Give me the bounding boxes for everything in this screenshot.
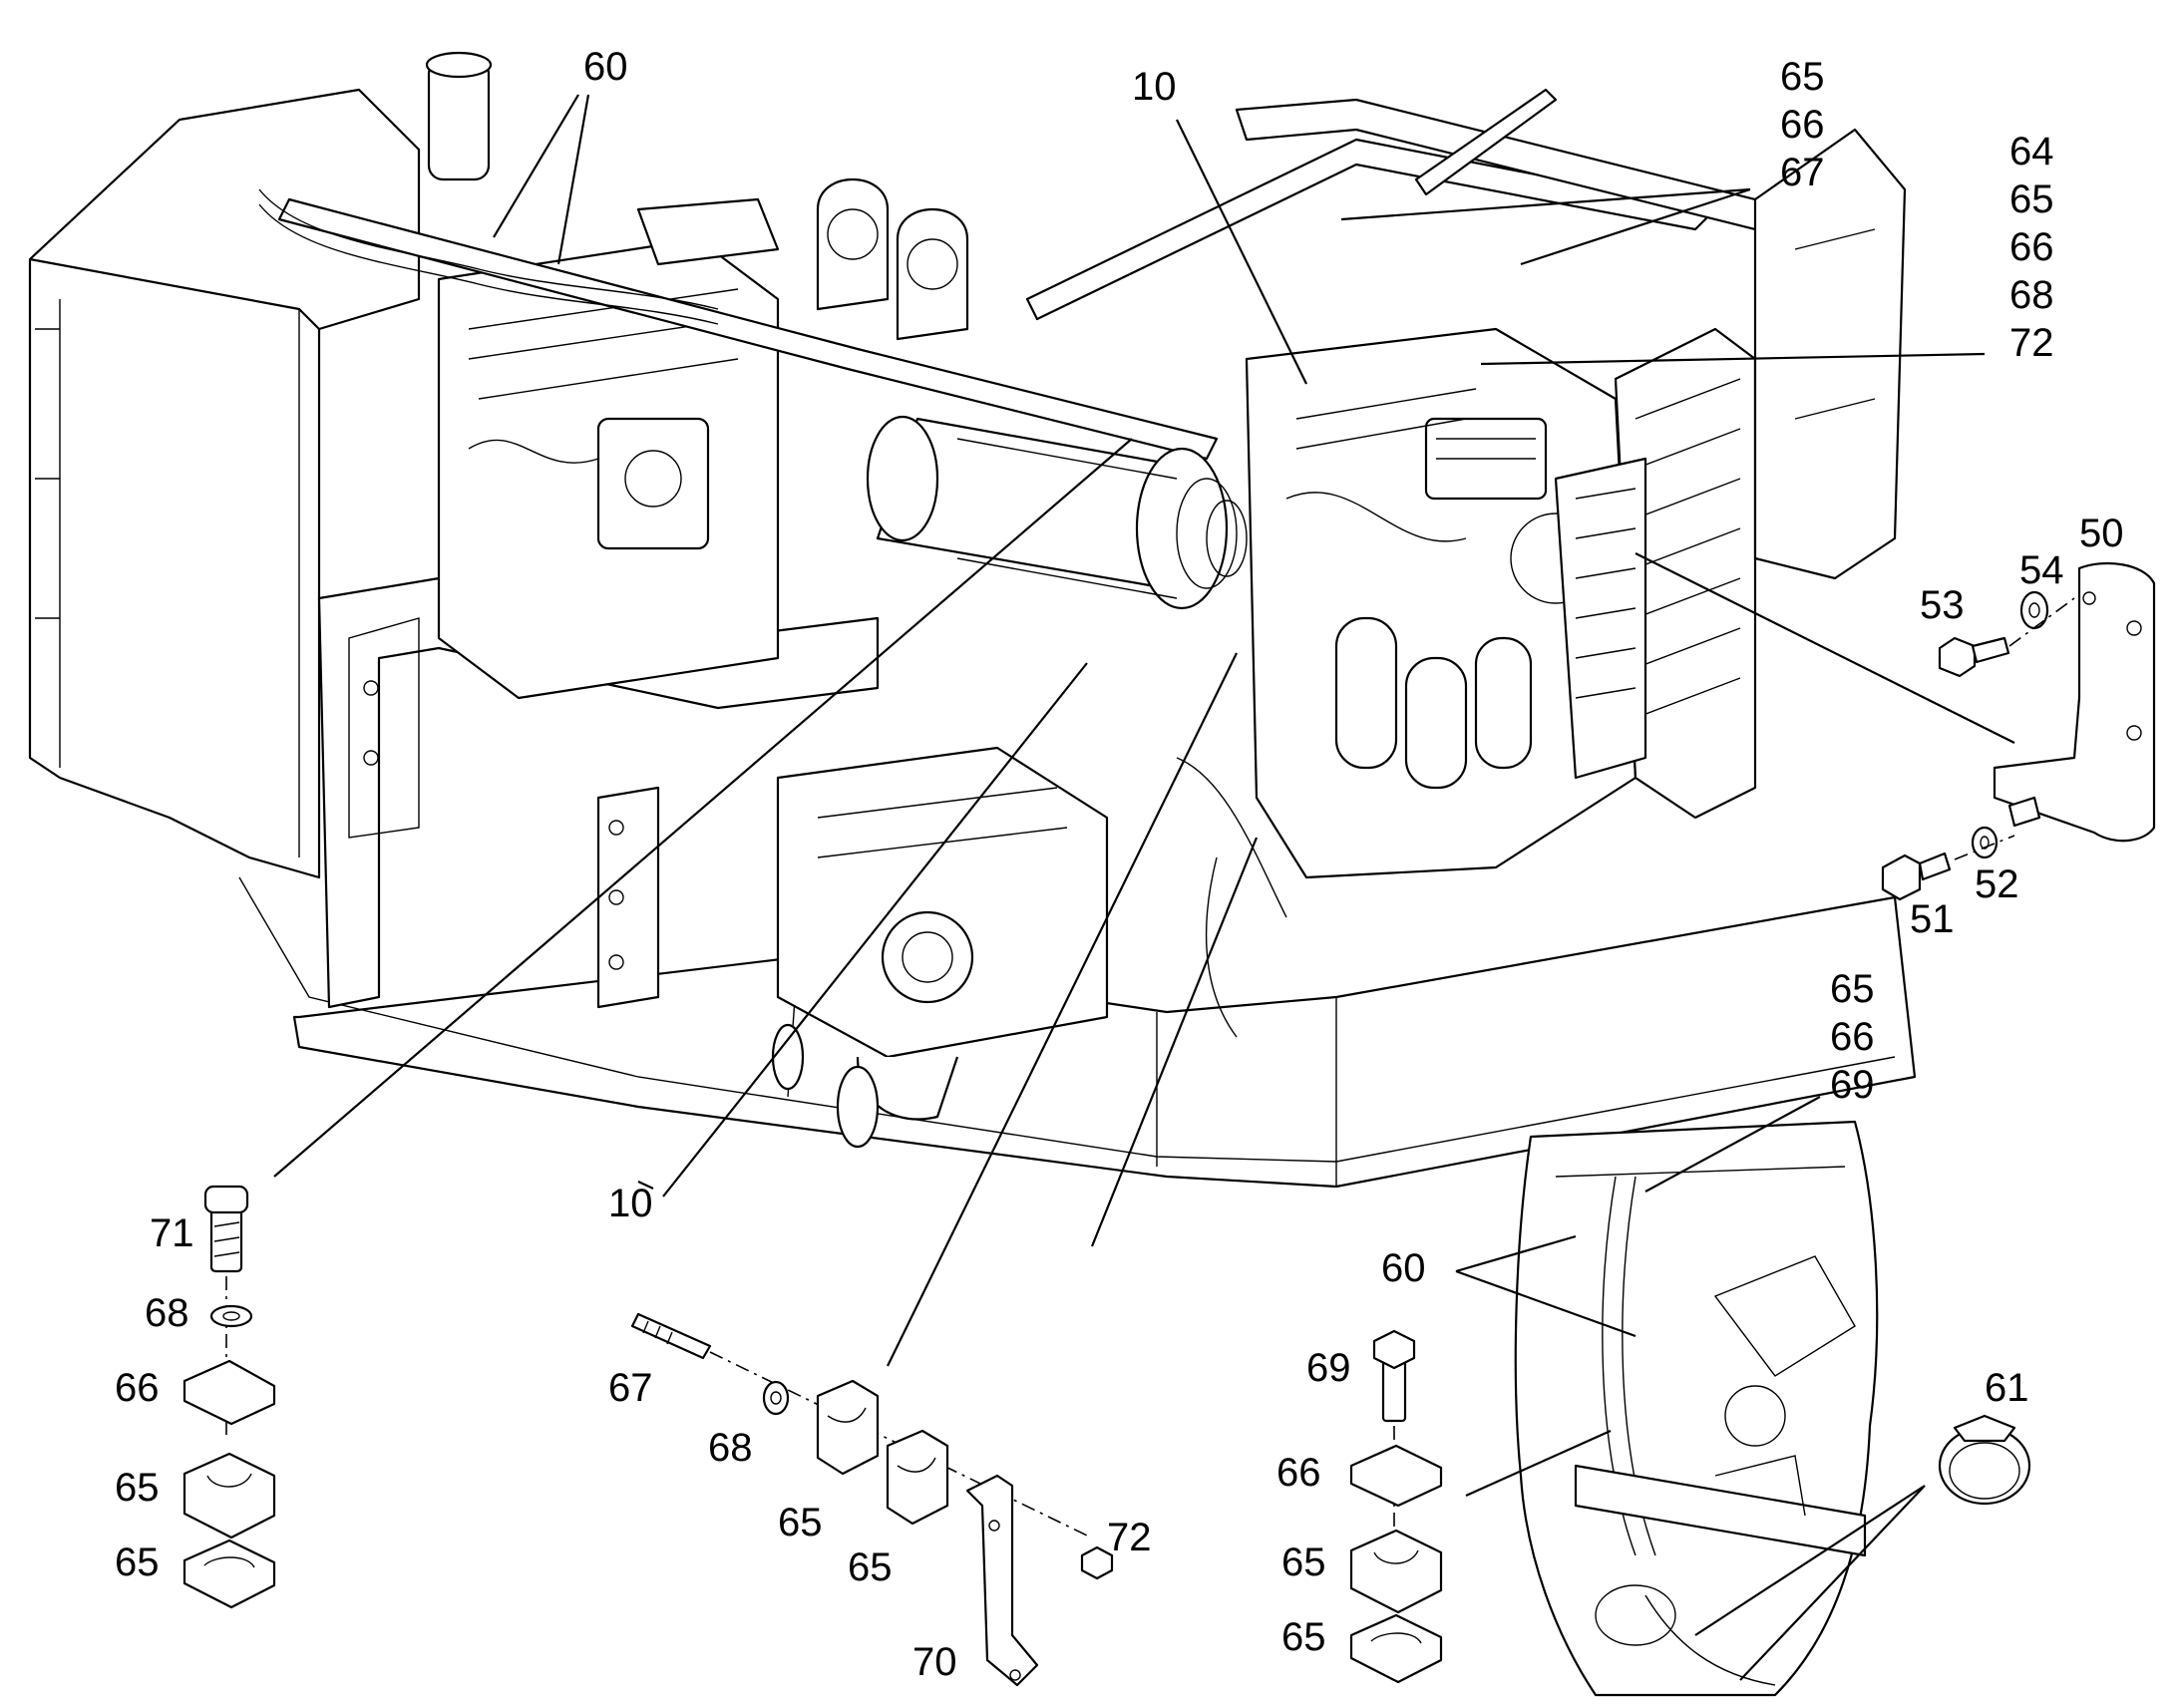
- callout-67: 67: [608, 1366, 653, 1410]
- clamp-half-65e: [1349, 1529, 1443, 1614]
- clamp-half-65a: [182, 1452, 276, 1539]
- callout-64-65-66-68-72: 64 65 66 68 72: [2009, 130, 2065, 365]
- plate-66: [182, 1359, 276, 1426]
- nut-72: [1080, 1545, 1114, 1580]
- plate-66b: [1349, 1444, 1443, 1508]
- callout-10-bottom: 10: [608, 1182, 653, 1225]
- callout-65-center-b: 65: [848, 1545, 893, 1589]
- screw-53: [1938, 636, 2010, 678]
- hose-60: [258, 188, 719, 310]
- clamp-stack-right: [1349, 1329, 1443, 1684]
- callout-54: 54: [2019, 548, 2064, 592]
- callout-61: 61: [1985, 1366, 2029, 1410]
- callout-68-center: 68: [708, 1426, 753, 1470]
- callout-65-66-69: 65 66 69: [1830, 967, 1886, 1107]
- radiator-fan: [1554, 327, 1757, 820]
- washer-54: [2019, 590, 2049, 630]
- callout-65-right-b: 65: [1281, 1615, 1326, 1659]
- callout-70: 70: [912, 1640, 957, 1684]
- callout-65-66-67: 65 66 67: [1780, 55, 1836, 194]
- callout-10-top: 10: [1132, 65, 1177, 109]
- callout-60-top: 60: [583, 45, 628, 89]
- callout-71: 71: [150, 1211, 194, 1255]
- callout-65-left-a: 65: [115, 1466, 160, 1510]
- callout-50: 50: [2079, 512, 2124, 555]
- callout-65-left-b: 65: [115, 1540, 160, 1584]
- callout-66-left: 66: [115, 1366, 160, 1410]
- callout-65-center-a: 65: [778, 1501, 823, 1544]
- clamp-half-65b: [182, 1538, 276, 1609]
- machine-assembly: [28, 51, 1917, 1189]
- inset-detail: [1514, 1120, 1879, 1697]
- callout-60-inset: 60: [1381, 1246, 1426, 1290]
- clamp-stack-left: [182, 1185, 276, 1609]
- right-housing: [1753, 128, 1907, 580]
- guard-plate-50: [1993, 561, 2156, 843]
- callout-69: 69: [1306, 1346, 1351, 1390]
- base-frame: [292, 895, 1917, 1189]
- callout-51: 51: [1910, 897, 1955, 941]
- callout-53: 53: [1920, 583, 1965, 627]
- hydraulic-pump: [771, 746, 1109, 1149]
- bracket-70: [965, 1474, 1039, 1687]
- callout-66-right: 66: [1276, 1451, 1321, 1495]
- callout-52: 52: [1975, 862, 2019, 906]
- hose-clamp-61: [1938, 1414, 2031, 1506]
- engine: [1245, 327, 1637, 879]
- washer-68: [209, 1304, 253, 1328]
- washer-68b: [762, 1380, 790, 1416]
- callout-65-right-a: 65: [1281, 1540, 1326, 1584]
- top-frame-rail: [277, 197, 1219, 461]
- callout-labels: 60 10 65 66 67 64 65 66 68 72 50 54 53 5…: [115, 45, 2124, 1684]
- clamp-half-65f: [1349, 1613, 1443, 1684]
- air-filter: [866, 415, 1248, 610]
- clamp-half-65d: [886, 1429, 949, 1526]
- screw-51: [1881, 852, 1952, 901]
- callout-72: 72: [1107, 1516, 1152, 1559]
- washer-52: [1971, 826, 1998, 859]
- clamp-stack-center: [630, 1312, 1114, 1687]
- clamp-half-65c: [816, 1379, 880, 1476]
- leader-lines: [273, 94, 2015, 1681]
- callout-68-left: 68: [145, 1291, 189, 1335]
